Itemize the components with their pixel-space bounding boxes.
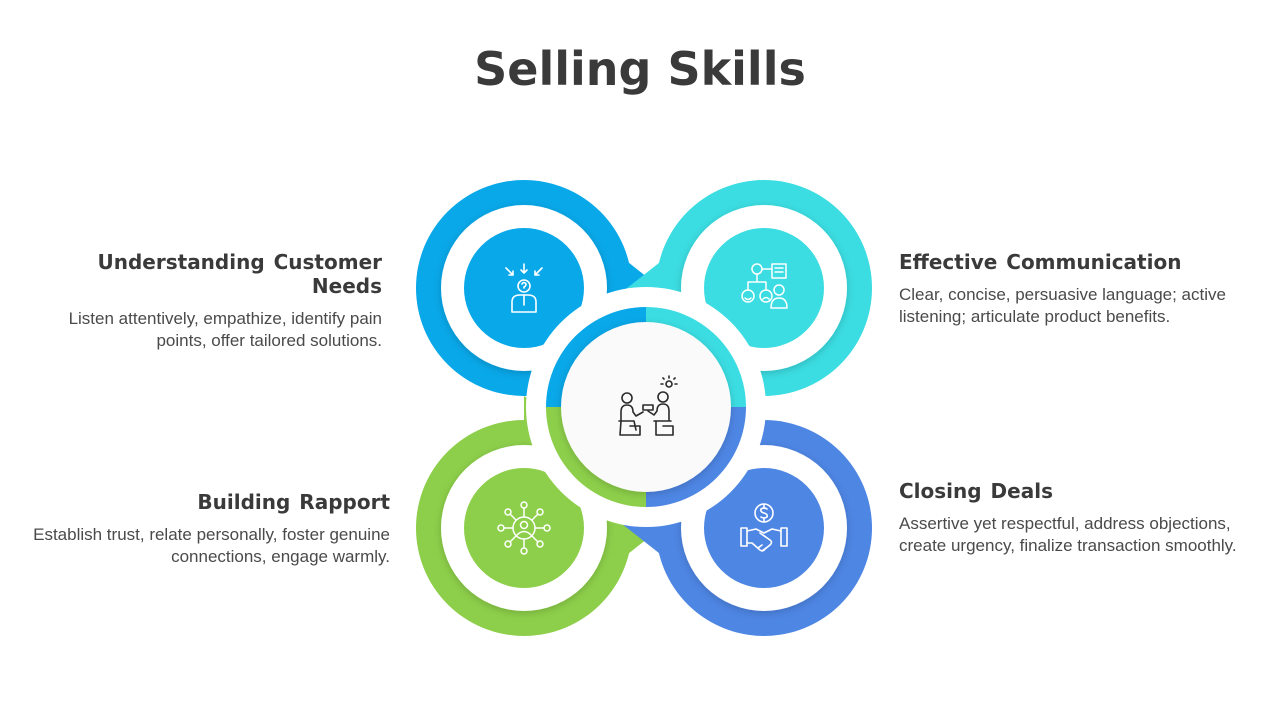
customer-question-icon bbox=[505, 263, 543, 313]
text-block-closing-deals: Closing Deals Assertive yet respectful, … bbox=[899, 479, 1259, 557]
heading-effective-communication: Effective Communication bbox=[899, 250, 1182, 274]
body-building-rapport: Establish trust, relate personally, fost… bbox=[33, 525, 390, 566]
sales-meeting-icon bbox=[618, 375, 678, 436]
heading-closing-deals: Closing Deals bbox=[899, 479, 1053, 503]
heading-understanding-customer-needs: Understanding Customer Needs bbox=[97, 250, 383, 298]
text-block-building-rapport: Building Rapport Establish trust, relate… bbox=[30, 490, 390, 568]
text-block-effective-communication: Effective Communication Clear, concise, … bbox=[899, 250, 1259, 328]
communication-flow-icon bbox=[741, 263, 788, 309]
handshake-dollar-icon bbox=[740, 503, 788, 552]
network-person-icon bbox=[497, 501, 551, 555]
heading-building-rapport: Building Rapport bbox=[197, 490, 390, 514]
body-understanding-customer-needs: Listen attentively, empathize, identify … bbox=[68, 309, 382, 350]
text-block-understanding-customer-needs: Understanding Customer Needs Listen atte… bbox=[22, 250, 382, 352]
page-title: Selling Skills bbox=[474, 42, 806, 96]
center-hub bbox=[526, 287, 766, 527]
body-effective-communication: Clear, concise, persuasive language; act… bbox=[899, 285, 1226, 326]
body-closing-deals: Assertive yet respectful, address object… bbox=[899, 514, 1237, 555]
